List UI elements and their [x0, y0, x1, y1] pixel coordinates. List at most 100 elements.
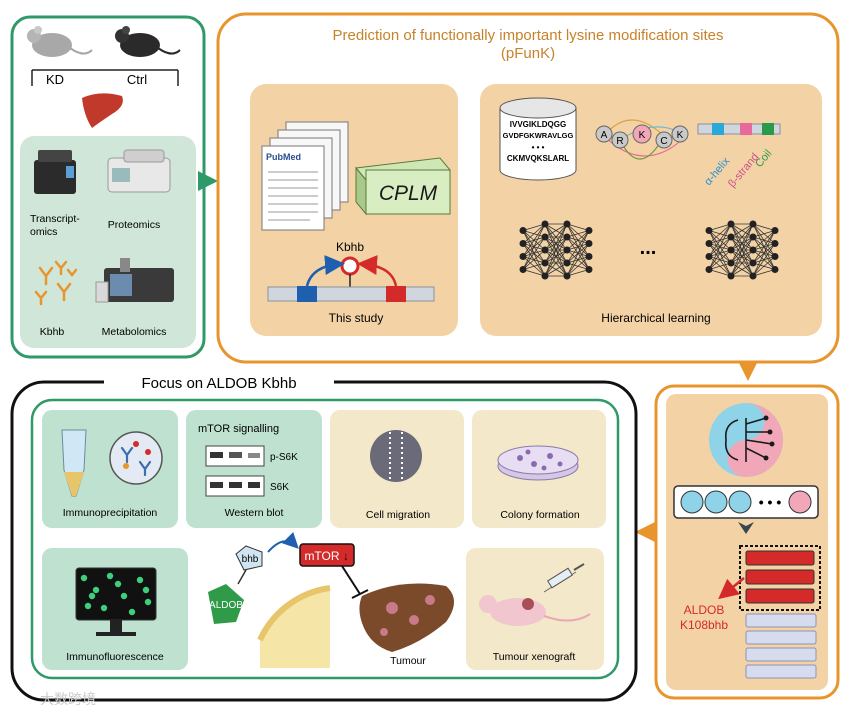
network-node	[541, 259, 549, 267]
mtor-down-arrow: ↓	[343, 549, 349, 563]
network-node	[585, 240, 593, 247]
network-node	[705, 227, 713, 234]
top-sites-box	[739, 545, 821, 611]
mouse-icon	[27, 26, 93, 57]
network-node	[541, 220, 549, 228]
transcriptomics-label: Transcript-omics	[30, 213, 80, 238]
network-edge	[752, 223, 776, 231]
liver-icon	[359, 583, 454, 652]
network-node	[727, 259, 735, 267]
sequence-2: GVDFGKWRAVLGG	[503, 131, 574, 140]
s6k-label: S6K	[270, 482, 289, 493]
network-node	[705, 240, 713, 247]
multiomics-panel: KD Ctrl Transcript-omics Proteomics	[10, 15, 206, 359]
fluorescent-cell	[114, 580, 122, 588]
network-node	[541, 233, 549, 241]
tube-icon	[61, 429, 87, 497]
network-edge	[730, 249, 754, 277]
network-edge	[566, 230, 590, 264]
network-edge	[522, 262, 546, 270]
network-edge	[566, 230, 590, 277]
sequence-ellipsis: • • •	[532, 143, 545, 152]
cplm-book-icon: CPLM	[355, 157, 451, 216]
network-node	[705, 253, 713, 260]
metabolomics-instrument-icon	[95, 258, 174, 303]
vector-dots: • • •	[759, 494, 782, 510]
ai-brain-icon	[709, 403, 783, 477]
neural-network-icon	[519, 220, 593, 280]
aldob-site-position: K108bhb	[680, 618, 728, 632]
immunofluorescence-label: Immunofluorescence	[66, 651, 164, 663]
mouse-icon	[115, 26, 181, 57]
network-edge	[544, 223, 568, 264]
network-edge	[730, 223, 754, 277]
syringe-icon	[543, 563, 585, 593]
network-edge	[730, 236, 754, 277]
network-edge	[752, 230, 776, 277]
mass-spectrometer-icon	[107, 149, 171, 193]
aa-node-a: A	[601, 130, 608, 141]
aa-node-r: R	[616, 136, 623, 147]
pubmed-document-icon: PubMed	[261, 121, 349, 231]
sequence-1: IVVGIKLDQGG	[510, 120, 566, 129]
monitor-icon	[75, 567, 157, 636]
network-edge	[566, 243, 590, 277]
sequence-3: CKMVQKSLARL	[507, 154, 569, 163]
hierarchical-learning-caption: Hierarchical learning	[601, 311, 710, 325]
network-node	[749, 272, 757, 280]
xenograft-mouse-icon	[479, 595, 591, 626]
kbhb-site-marker	[340, 256, 360, 276]
network-edge	[566, 256, 590, 277]
aldob-protein-label: ALDOB	[209, 600, 243, 611]
pubmed-label: PubMed	[266, 152, 301, 162]
arrow-down-icon	[738, 522, 754, 534]
network-node	[727, 233, 735, 241]
kbhb-site-label: Kbhb	[336, 240, 364, 254]
sequencer-icon	[34, 150, 76, 194]
network-edge	[708, 249, 732, 270]
ctrl-label: Ctrl	[127, 72, 147, 87]
migration-well-icon	[370, 430, 422, 482]
network-node	[727, 246, 735, 254]
network-node	[749, 233, 757, 241]
network-edge	[522, 236, 546, 270]
focus-title: Focus on ALDOB Kbhb	[141, 375, 296, 392]
network-edge	[752, 256, 776, 277]
network-edge	[708, 236, 732, 270]
network-edge	[522, 223, 546, 270]
network-edge	[544, 236, 568, 277]
network-edge	[708, 223, 732, 270]
fluorescent-cell	[80, 574, 88, 582]
network-edge	[522, 269, 546, 277]
network-edge	[752, 230, 776, 251]
network-node	[749, 259, 757, 267]
antibody-zoom-icon	[109, 431, 163, 485]
western-blot-label: Western blot	[225, 507, 284, 519]
pfunk-title-line2: (pFunK)	[501, 45, 555, 62]
network-edge	[708, 262, 732, 270]
cplm-label: CPLM	[379, 182, 438, 205]
antibody-icon	[34, 260, 78, 306]
mtor-box	[299, 543, 355, 567]
network-node	[563, 272, 571, 280]
neural-network-icon	[705, 220, 779, 280]
fluorescent-cell	[88, 592, 96, 600]
network-edge	[752, 243, 776, 277]
network-edge	[522, 223, 546, 257]
watermark: 大数跨境	[40, 691, 96, 707]
tumour-label: Tumour	[390, 655, 426, 667]
mtor-signalling-label: mTOR signalling	[198, 423, 279, 435]
network-edge	[522, 223, 546, 231]
mechanism-diagram: ALDOB bhb mTOR ↓	[208, 531, 369, 668]
kbhb-method-label: Kbhb	[40, 326, 65, 338]
protein-bar	[267, 286, 435, 302]
sequence-database-icon: IVVGIKLDQGG GVDFGKWRAVLGG • • • CKMVQKSL…	[499, 97, 577, 181]
network-node	[563, 259, 571, 267]
network-edge	[730, 262, 754, 277]
p-s6k-label: p-S6K	[270, 452, 298, 463]
network-node	[519, 253, 527, 260]
network-edge	[752, 230, 776, 264]
fluorescent-cell	[106, 572, 114, 580]
this-study-caption: This study	[329, 311, 384, 325]
